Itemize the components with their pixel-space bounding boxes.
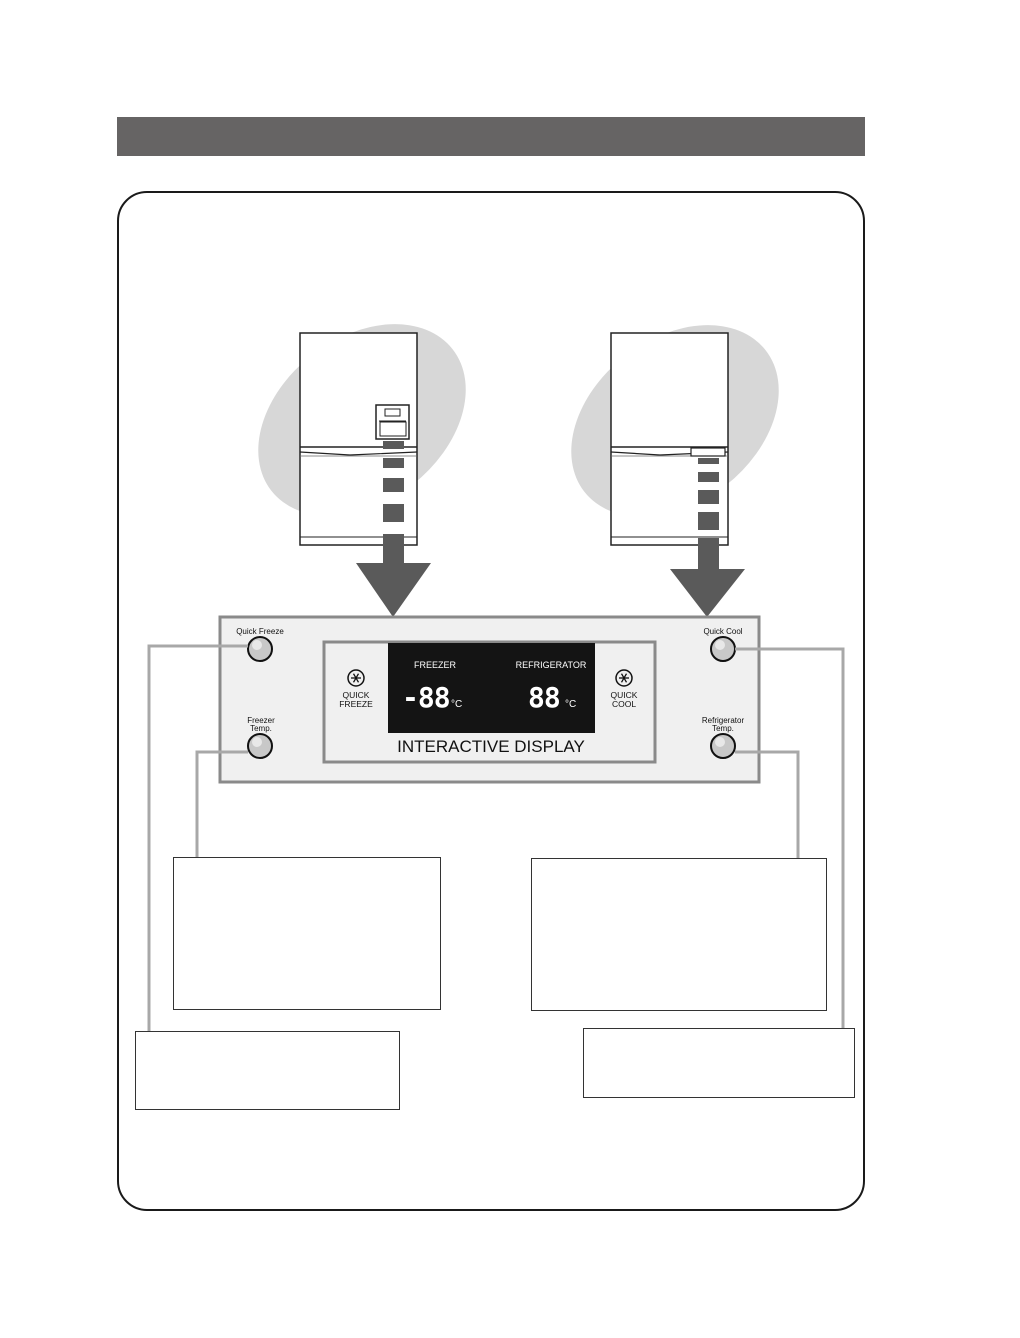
quick-freeze-indicator-line2: FREEZE bbox=[339, 699, 373, 709]
fridge-illustration-right bbox=[571, 325, 779, 617]
quick-freeze-label: Quick Freeze bbox=[236, 627, 284, 636]
refrigerator-temp-label-line1: Refrigerator bbox=[702, 716, 745, 725]
quick-freeze-indicator-line1: QUICK bbox=[343, 690, 370, 700]
content-frame bbox=[117, 191, 865, 1211]
quick-cool-indicator-line2: COOL bbox=[612, 699, 636, 709]
refrigerator-temp-button[interactable] bbox=[710, 733, 736, 759]
fridge-body-right bbox=[610, 332, 729, 546]
arrow-head-left bbox=[356, 563, 431, 617]
quick-cool-button[interactable] bbox=[710, 636, 736, 662]
refrigerator-temp-label-line2: Temp. bbox=[712, 724, 734, 733]
leader-lines bbox=[147, 644, 845, 1031]
snowflake-icon bbox=[615, 669, 633, 687]
callout-refrigerator-temp bbox=[531, 858, 827, 1011]
control-panel: Quick Freeze Freezer Temp. Quick Cool Re… bbox=[218, 615, 761, 784]
lcd-screen bbox=[388, 643, 595, 733]
leader-line-quick-freeze bbox=[147, 644, 248, 1031]
snowflake-icon bbox=[347, 669, 365, 687]
header-bar bbox=[117, 117, 865, 156]
leader-line-quick-cool bbox=[735, 647, 845, 1028]
callout-freezer-temp bbox=[173, 857, 441, 1010]
freezer-temp-label-line1: Freezer bbox=[247, 716, 275, 725]
display-strip-right bbox=[690, 447, 726, 457]
quick-cool-indicator-line1: QUICK bbox=[611, 690, 638, 700]
leader-line-freezer-temp bbox=[195, 750, 248, 857]
freezer-temp-label-line2: Temp. bbox=[250, 724, 272, 733]
interactive-display-title: INTERACTIVE DISPLAY bbox=[397, 737, 585, 756]
lcd-freezer-value: -88 bbox=[402, 681, 450, 714]
callout-quick-cool bbox=[583, 1028, 855, 1098]
leader-line-refrigerator-temp bbox=[735, 750, 800, 858]
arrow-head-right bbox=[670, 569, 745, 617]
lcd-freezer-unit: °C bbox=[451, 699, 462, 710]
lcd-refrigerator-label: REFRIGERATOR bbox=[516, 660, 587, 670]
lcd-freezer-label: FREEZER bbox=[414, 660, 457, 670]
callout-quick-freeze bbox=[135, 1031, 400, 1110]
lcd-refrigerator-value: 88 bbox=[528, 681, 560, 714]
fridge-illustration-left bbox=[258, 324, 466, 617]
quick-freeze-button[interactable] bbox=[247, 636, 273, 662]
freezer-temp-button[interactable] bbox=[247, 733, 273, 759]
quick-cool-label: Quick Cool bbox=[703, 627, 742, 636]
lcd-refrigerator-unit: °C bbox=[565, 699, 576, 710]
